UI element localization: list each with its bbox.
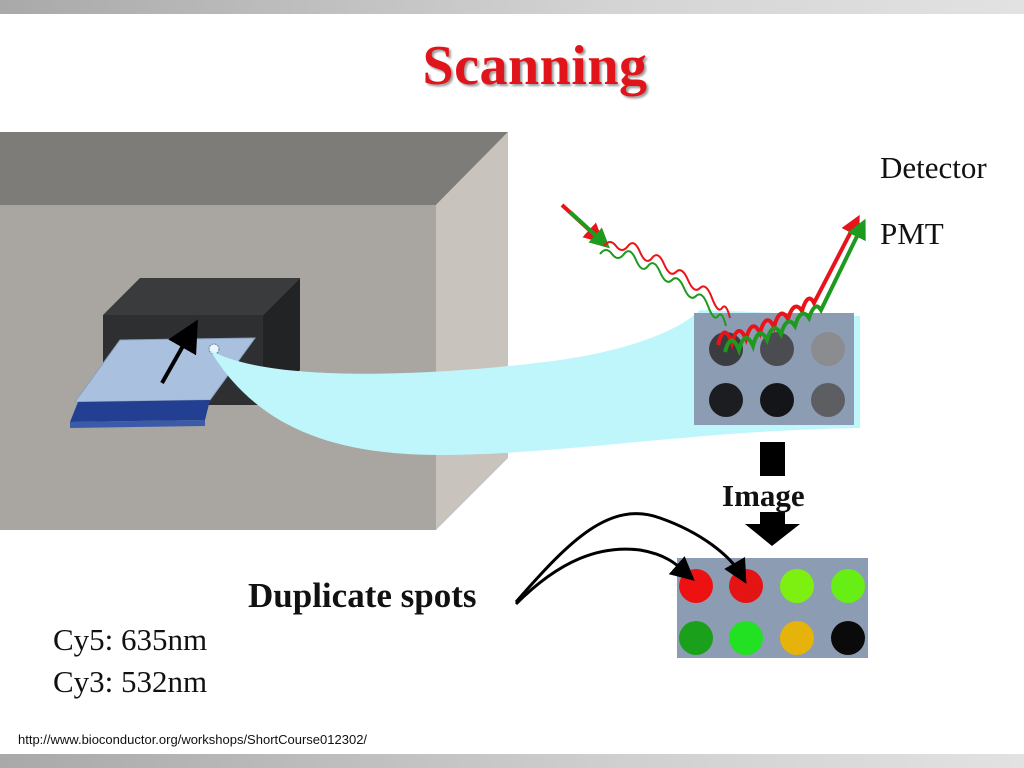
image-spot	[729, 569, 763, 603]
scan-direction-arrow	[160, 319, 198, 384]
image-spot	[780, 569, 814, 603]
image-spot	[679, 569, 713, 603]
scan-spot	[811, 332, 845, 366]
image-panel	[677, 558, 868, 658]
bottom-band	[0, 754, 1024, 768]
image-spot	[780, 621, 814, 655]
scan-spot	[811, 383, 845, 417]
image-label: Image	[722, 478, 805, 513]
duplicate-pointers	[514, 512, 747, 606]
detector-label: Detector	[880, 150, 987, 185]
scanner-top-face	[0, 132, 508, 205]
scan-spot	[760, 383, 794, 417]
slide-title: Scanning	[422, 35, 648, 97]
cy3-wavelength: Cy3: 532nm	[53, 664, 208, 699]
image-arrow	[745, 442, 800, 546]
scan-spot	[709, 383, 743, 417]
duplicate-spots-label: Duplicate spots	[248, 576, 477, 615]
scan-panel	[694, 313, 854, 425]
source-url: http://www.bioconductor.org/workshops/Sh…	[18, 732, 368, 747]
cy5-wavelength: Cy5: 635nm	[53, 622, 208, 657]
image-spot	[831, 569, 865, 603]
top-band	[0, 0, 1024, 14]
glass-slide	[70, 319, 256, 428]
image-spot	[679, 621, 713, 655]
incoming-laser	[560, 203, 731, 327]
scanner-box	[0, 132, 508, 530]
emitted-fluorescence	[716, 214, 866, 357]
image-spot	[729, 621, 763, 655]
slide-label-strip	[70, 400, 210, 422]
pmt-label: PMT	[880, 216, 944, 251]
image-spot	[831, 621, 865, 655]
